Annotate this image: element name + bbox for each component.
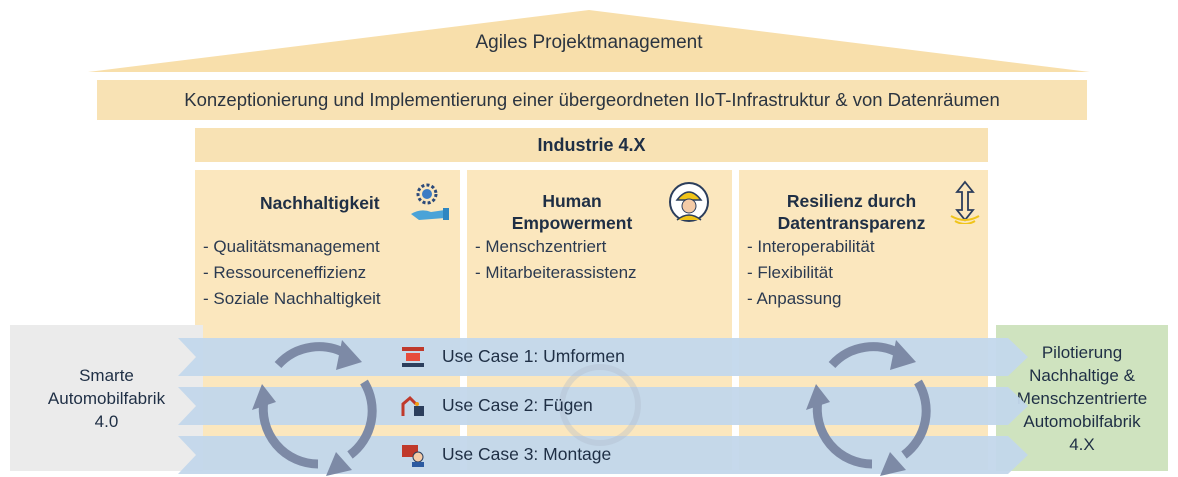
left-box-line: Automobilfabrik xyxy=(47,388,166,408)
industry-header: Industrie 4.X xyxy=(195,128,988,162)
transparency-arrows-icon xyxy=(950,180,980,224)
gear-globe-hand-icon xyxy=(411,183,449,220)
pillar-title-line: Human xyxy=(542,191,602,211)
right-box-line: Pilotierung xyxy=(1041,342,1123,362)
roof-label: Agiles Projektmanagement xyxy=(475,32,703,53)
list-item: - Qualitätsmanagement xyxy=(203,237,380,256)
list-item: - Flexibilität xyxy=(747,263,833,282)
use-case-2-label: Use Case 2: Fügen xyxy=(442,395,593,415)
pillar-title: Resilienz durch Datentransparenz xyxy=(739,190,964,234)
infrastructure-band: Konzeptionierung und Implementierung ein… xyxy=(97,80,1087,120)
pillar-list: - Interoperabilität - Flexibilität - Anp… xyxy=(747,234,875,312)
right-box-line: Automobilfabrik xyxy=(1023,411,1141,431)
worker-helmet-icon xyxy=(669,182,709,222)
welding-robot-icon xyxy=(400,394,426,418)
assembly-worker-icon xyxy=(400,443,426,467)
use-case-2-arrow xyxy=(178,387,1028,425)
use-case-3-arrow xyxy=(178,436,1028,474)
pillar-title-line: Empowerment xyxy=(511,213,633,233)
list-item: - Soziale Nachhaltigkeit xyxy=(203,289,381,308)
right-box-line: Menschzentrierte xyxy=(1016,388,1148,408)
pillar-list: - Qualitätsmanagement - Ressourceneffizi… xyxy=(203,234,381,312)
right-box-pilot-factory: Pilotierung Nachhaltige & Menschzentrier… xyxy=(996,325,1168,471)
left-box-smart-factory: Smarte Automobilfabrik 4.0 xyxy=(10,325,203,471)
roof-shape xyxy=(88,10,1090,72)
center-cycle-icon xyxy=(559,364,641,446)
list-item: - Anpassung xyxy=(747,289,842,308)
pillar-title: Human Empowerment xyxy=(467,190,677,234)
pillar-title-line: Datentransparenz xyxy=(777,213,926,233)
left-box-line: Smarte xyxy=(79,365,134,385)
list-item: - Interoperabilität xyxy=(747,237,875,256)
right-box-line: 4.X xyxy=(1069,434,1095,454)
use-case-3-label: Use Case 3: Montage xyxy=(442,444,612,464)
press-machine-icon xyxy=(400,345,426,369)
pillar-list: - Menschzentriert - Mitarbeiterassistenz xyxy=(475,234,637,286)
use-case-1-arrow xyxy=(178,338,1028,376)
pillar-title-line: Resilienz durch xyxy=(786,191,917,211)
left-box-line: 4.0 xyxy=(94,411,119,431)
list-item: - Ressourceneffizienz xyxy=(203,263,367,282)
list-item: - Menschzentriert xyxy=(475,237,607,256)
right-box-line: Nachhaltige & xyxy=(1029,365,1135,385)
list-item: - Mitarbeiterassistenz xyxy=(475,263,637,282)
pillar-title: Nachhaltigkeit xyxy=(260,193,380,213)
use-case-1-label: Use Case 1: Umformen xyxy=(442,346,625,366)
